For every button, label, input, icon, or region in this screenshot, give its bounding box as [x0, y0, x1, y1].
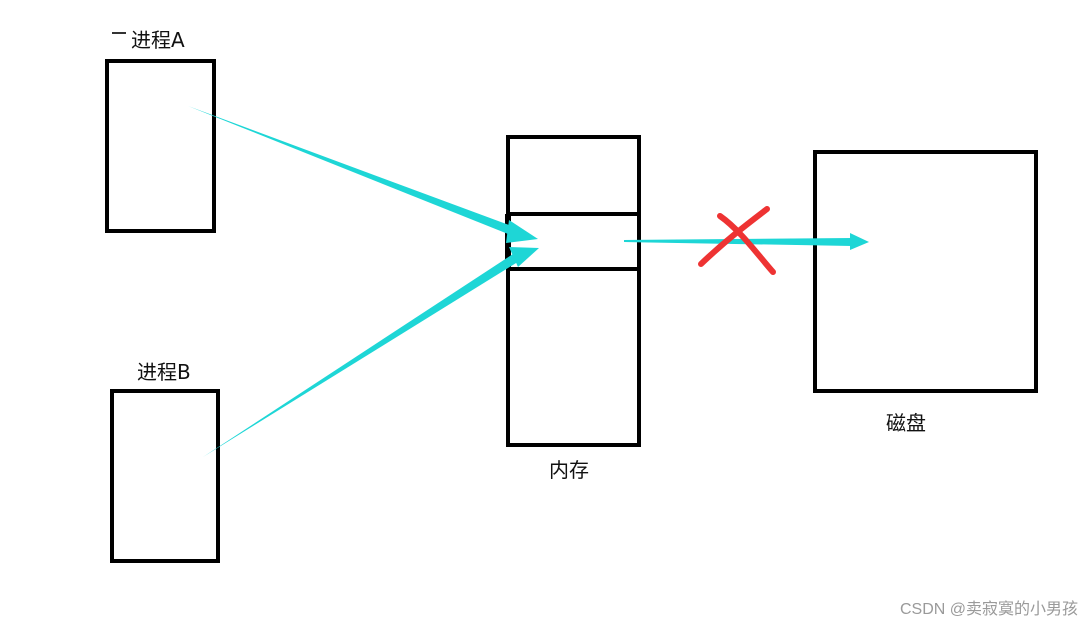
process-b-box [110, 389, 220, 563]
memory-label: 内存 [549, 458, 589, 482]
arrow-b-to-memory [203, 252, 521, 457]
label-tick-mark [112, 32, 126, 34]
process-a-label: 进程A [131, 28, 185, 52]
disk-label: 磁盘 [886, 411, 926, 435]
watermark: CSDN @卖寂寞的小男孩 [899, 601, 1078, 618]
red-cross-icon [717, 213, 776, 275]
process-a-box [105, 59, 216, 233]
disk-box [813, 150, 1038, 393]
arrow-disk-head [850, 233, 869, 250]
arrow-b-head [509, 247, 539, 267]
red-cross-icon-stroke2 [698, 206, 770, 267]
process-b-label: 进程B [137, 360, 191, 384]
arrow-a-to-memory [188, 106, 517, 236]
arrow-memory-to-disk [624, 238, 852, 246]
memory-box [506, 135, 641, 447]
arrow-a-head [506, 220, 538, 243]
